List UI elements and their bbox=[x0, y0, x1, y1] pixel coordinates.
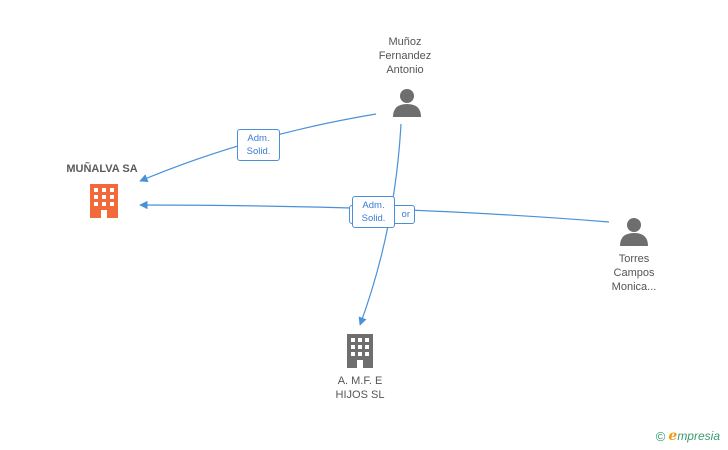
person-label-line: Antonio bbox=[386, 64, 424, 76]
edge-label-line: Adm. bbox=[247, 133, 270, 144]
person-label-torres[interactable]: Torres Campos Monica... bbox=[584, 252, 684, 294]
edge-label-line: Solid. bbox=[246, 146, 271, 157]
person-icon[interactable] bbox=[392, 87, 422, 117]
brand-logo-text: mpresia bbox=[677, 429, 720, 443]
person-label-line: Campos bbox=[613, 267, 655, 279]
edge-label-line: Adm. bbox=[362, 200, 385, 211]
edge-label-adm-solid[interactable]: Adm. Solid. bbox=[352, 196, 395, 228]
person-label-line: Torres bbox=[618, 253, 650, 265]
brand-logo: empresia bbox=[668, 428, 720, 444]
person-label-line: Monica... bbox=[611, 281, 657, 293]
person-label-line: Fernandez bbox=[378, 50, 432, 62]
brand-logo-e: e bbox=[668, 428, 678, 444]
empresia-brand[interactable]: © empresia bbox=[656, 428, 720, 444]
building-icon[interactable] bbox=[345, 333, 375, 368]
edge-label-adm-solid[interactable]: Adm. Solid. bbox=[237, 129, 280, 161]
company-label-line: HIJOS SL bbox=[335, 389, 385, 401]
edge-label-line: Solid. bbox=[361, 213, 386, 224]
person-label-line: Muñoz bbox=[388, 36, 422, 48]
company-label-munalva[interactable]: MUÑALVA SA bbox=[66, 163, 138, 175]
company-label-line: A. M.F. E bbox=[337, 375, 383, 387]
building-icon[interactable] bbox=[88, 182, 120, 218]
person-icon[interactable] bbox=[619, 216, 649, 246]
copyright-icon: © bbox=[655, 428, 666, 444]
company-label-amfe[interactable]: A. M.F. E HIJOS SL bbox=[310, 374, 410, 402]
person-label-munoz[interactable]: Muñoz Fernandez Antonio bbox=[355, 35, 455, 77]
edge-label-suffix: or bbox=[401, 209, 410, 220]
